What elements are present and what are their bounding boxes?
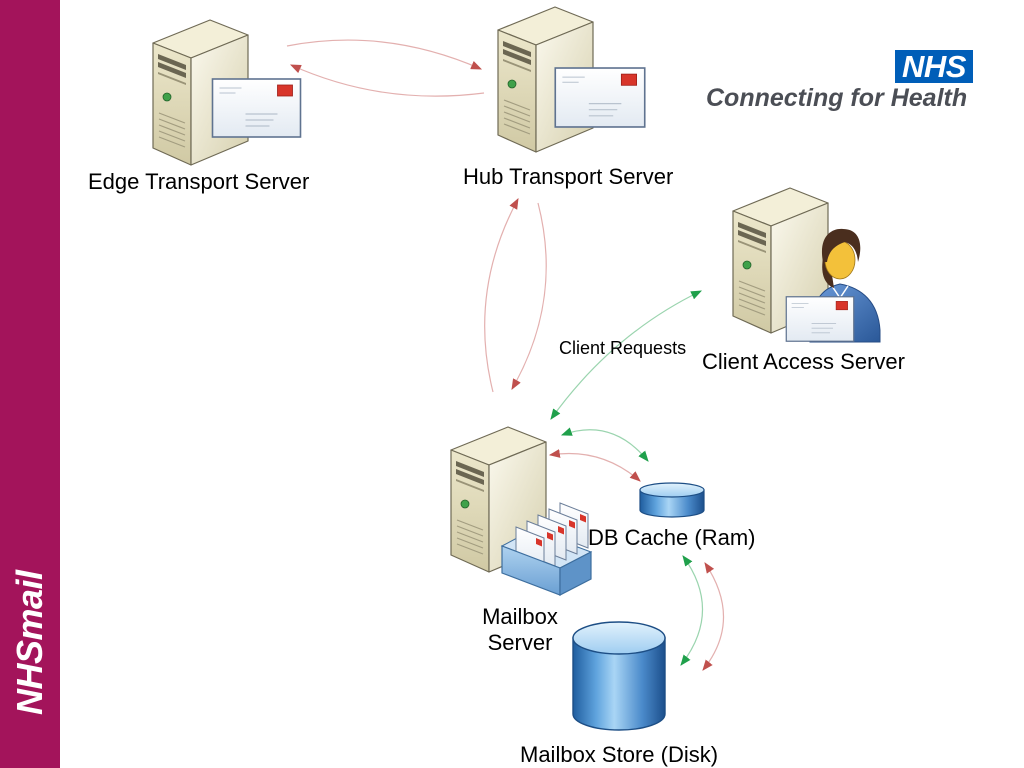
client-access-server-icon <box>732 187 881 343</box>
envelope-icon <box>211 78 302 138</box>
envelope-icon <box>554 67 646 128</box>
connection-arrow <box>560 427 649 462</box>
client-requests-label: Client Requests <box>559 338 687 358</box>
db-cache-label: DB Cache (Ram) <box>588 525 756 550</box>
mailbox-server-label: Mailbox Server <box>482 604 558 655</box>
connection-arrow <box>286 39 483 70</box>
hub-transport-server-icon <box>497 6 646 153</box>
connection-arrow <box>511 202 547 390</box>
mailbox-server-icon <box>450 426 593 596</box>
hub-transport-server-label: Hub Transport Server <box>463 164 674 189</box>
mailbox-store-label: Mailbox Store (Disk) <box>520 742 719 767</box>
client-access-server-label: Client Access Server <box>702 349 905 374</box>
nhs-logo-badge: NHS <box>895 50 973 83</box>
connection-arrows <box>286 39 725 671</box>
connection-arrow <box>289 64 485 97</box>
db-cache-icon <box>639 482 705 518</box>
connection-arrow <box>702 562 725 671</box>
brand-sidebar: NHSmail <box>0 0 60 768</box>
connection-arrow <box>680 555 704 666</box>
edge-transport-server-label: Edge Transport Server <box>88 169 310 194</box>
nhs-logo-text: NHS <box>902 49 966 84</box>
envelope-icon <box>785 296 855 342</box>
mailbox-store-icon <box>572 621 666 731</box>
connection-arrow <box>550 290 702 420</box>
connection-arrow <box>484 198 519 393</box>
mail-tray-icon <box>500 502 593 596</box>
edge-transport-server-icon <box>152 19 302 166</box>
logo-tagline: Connecting for Health <box>706 84 968 112</box>
connection-arrow <box>548 449 641 482</box>
